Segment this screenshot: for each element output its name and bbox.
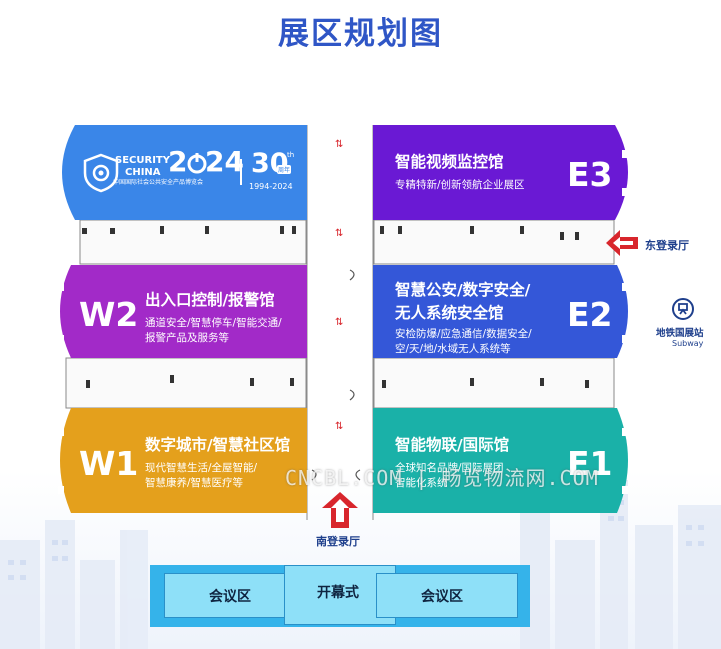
hall-e1[interactable]: 智能物联/国际馆 全球知名品牌/国际展团 智能化系统 E1 — [373, 408, 635, 513]
page-title: 展区规划图 — [278, 16, 443, 52]
hall-e2-sub-line2: 空/天/地/水域无人系统等 — [395, 343, 511, 355]
subway-icon — [672, 298, 694, 320]
hall-e2-name-line2: 无人系统安全馆 — [395, 304, 504, 322]
south-entrance-label[interactable]: 南登录厅 — [316, 535, 360, 548]
hall-w1[interactable]: W1 数字城市/智慧社区馆 现代智慧生活/全屋智能/ 智慧康养/智慧医疗等 — [55, 408, 307, 513]
hall-e3[interactable]: 智能视频监控馆 专精特新/创新领航企业展区 E3 — [373, 125, 635, 220]
anniversary-suffix: th — [287, 151, 295, 159]
hall-e2-code: E2 — [567, 295, 613, 334]
hall-e1-code: E1 — [567, 444, 613, 483]
hall-w1-code: W1 — [79, 444, 139, 483]
hall-e1-sub-line1: 全球知名品牌/国际展团 — [395, 462, 504, 474]
subway-label[interactable]: 地铁国展站 — [656, 328, 704, 339]
meeting-zone-right[interactable]: 会议区 — [376, 573, 518, 618]
logo-brand-line2: CHINA — [125, 167, 161, 178]
east-entrance-label[interactable]: 东登录厅 — [645, 239, 689, 252]
opening-ceremony-label: 开幕式 — [317, 585, 359, 601]
svg-text:⇅: ⇅ — [335, 228, 343, 239]
meeting-zone-right-label: 会议区 — [421, 589, 463, 605]
anniversary-badge: 周年 — [277, 165, 292, 174]
east-entrance-arrow-icon — [606, 230, 638, 256]
svg-text:⇅: ⇅ — [335, 421, 343, 432]
meeting-zone-left-label: 会议区 — [209, 589, 251, 605]
power-ring-icon — [187, 153, 207, 174]
hall-w2-sub-line1: 通道安全/智慧停车/智能交通/ — [145, 317, 282, 329]
svg-text:⇅: ⇅ — [335, 139, 343, 150]
logo-year-right: 24 — [205, 145, 244, 178]
watermark-text: CNCBL.COM | 畅览物流网.COM — [285, 466, 599, 490]
hall-w1-sub-line2: 智慧康养/智慧医疗等 — [145, 477, 244, 489]
hall-e2-name-line1: 智慧公安/数字安全/ — [395, 281, 531, 299]
hall-e3-code: E3 — [567, 155, 613, 194]
hall-e2-sub-line1: 安检防爆/应急通信/数据安全/ — [395, 328, 532, 340]
hall-w2-name: 出入口控制/报警馆 — [145, 291, 275, 309]
hall-w2-sub-line2: 报警产品及服务等 — [145, 332, 229, 344]
logo-cn-name: 中国国际社会公共安全产品博览会 — [113, 179, 204, 186]
logo-brand-line1: SECURITY — [115, 155, 170, 166]
south-entrance-arrow-icon — [322, 492, 358, 528]
logo-year-left: 2 — [168, 145, 188, 178]
meeting-zone-left[interactable]: 会议区 — [164, 573, 306, 618]
svg-text:⇅: ⇅ — [335, 317, 343, 328]
hall-w2[interactable]: W2 出入口控制/报警馆 通道安全/智慧停车/智能交通/ 报警产品及服务等 — [55, 265, 307, 358]
hall-e3-name: 智能视频监控馆 — [395, 153, 504, 171]
hall-e1-sub-line2: 智能化系统 — [395, 477, 448, 489]
hall-e3-sub-line1: 专精特新/创新领航企业展区 — [395, 179, 525, 191]
hall-w1-sub-line1: 现代智慧生活/全屋智能/ — [145, 462, 258, 474]
anniversary-years: 1994-2024 — [249, 182, 293, 191]
hall-w1-name: 数字城市/智慧社区馆 — [145, 436, 291, 454]
hall-e1-name: 智能物联/国际馆 — [395, 436, 510, 454]
subway-label-en: Subway — [672, 339, 704, 348]
shield-logo-icon — [83, 153, 119, 193]
hall-e2[interactable]: 智慧公安/数字安全/ 无人系统安全馆 安检防爆/应急通信/数据安全/ 空/天/地… — [373, 265, 635, 358]
hall-logo-banner[interactable]: SECURITY CHINA 2 24 中国国际社会公共安全产品博览会 30 t… — [55, 125, 307, 220]
logo-divider — [240, 159, 242, 185]
bottom-meeting-area: 会议区 开幕式 会议区 — [150, 565, 530, 627]
hall-w2-code: W2 — [79, 295, 139, 334]
